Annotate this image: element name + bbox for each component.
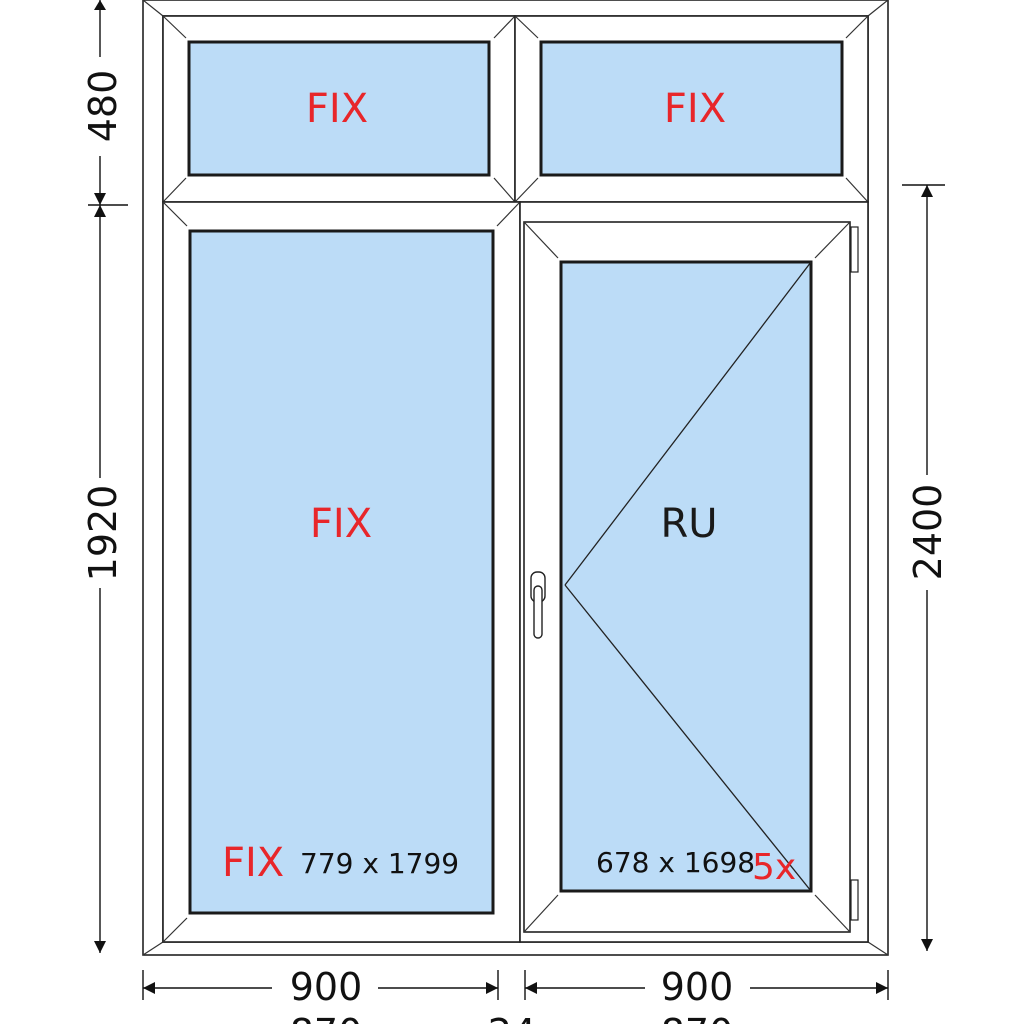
sash-bottom-right: RU 678 x 1698 5x bbox=[519, 201, 869, 943]
left-dimensions: 480 1920 bbox=[81, 0, 128, 953]
arrow-icon bbox=[94, 941, 106, 953]
handle-icon bbox=[530, 571, 546, 639]
bevel-line bbox=[523, 894, 559, 933]
dim-right-width: 900 bbox=[661, 965, 734, 1009]
bevel-line bbox=[496, 201, 521, 227]
dim-row2-right: 870 bbox=[661, 1011, 734, 1024]
label-top-right: FIX bbox=[664, 86, 726, 132]
bevel-line bbox=[493, 15, 516, 39]
glass-bottom-left bbox=[188, 229, 495, 915]
arrow-icon bbox=[876, 982, 888, 994]
quantity-bottom-right: 5x bbox=[752, 847, 796, 888]
bevel-line bbox=[162, 201, 188, 227]
dim-left-width: 900 bbox=[290, 965, 363, 1009]
arrow-icon bbox=[94, 0, 106, 10]
size-prefix-bottom-left: FIX bbox=[222, 840, 284, 886]
label-bottom-left: FIX bbox=[310, 501, 372, 547]
dim-row2-left: 870 bbox=[290, 1011, 363, 1024]
arrow-icon bbox=[486, 982, 498, 994]
arrow-icon bbox=[143, 982, 155, 994]
glass-top-right bbox=[539, 40, 844, 177]
opening-indicator-upper bbox=[564, 261, 812, 586]
frame-bevel-bl bbox=[142, 941, 164, 956]
pane-bottom-left: FIX FIX 779 x 1799 bbox=[162, 201, 521, 943]
dim-total-height: 2400 bbox=[906, 484, 950, 581]
frame-bevel-tl bbox=[142, 0, 164, 17]
arrow-icon bbox=[921, 185, 933, 197]
bevel-line bbox=[493, 177, 516, 203]
transom-top-right: FIX bbox=[514, 15, 869, 203]
label-bottom-right: RU bbox=[660, 501, 717, 547]
bevel-line bbox=[162, 177, 187, 203]
frame-bevel-tr bbox=[867, 0, 889, 17]
dim-bottom-height: 1920 bbox=[81, 485, 125, 582]
glass-top-left bbox=[187, 40, 491, 177]
label-top-left: FIX bbox=[306, 86, 368, 132]
glass-bottom-right bbox=[559, 260, 813, 893]
bevel-line bbox=[845, 15, 869, 39]
size-bottom-right: 678 x 1698 bbox=[596, 846, 755, 879]
arrow-icon bbox=[921, 939, 933, 951]
bevel-line bbox=[514, 177, 539, 203]
bevel-line bbox=[162, 917, 188, 943]
bevel-line bbox=[845, 177, 869, 203]
arrow-icon bbox=[94, 205, 106, 217]
arrow-icon bbox=[525, 982, 537, 994]
opening-indicator-lower bbox=[564, 584, 812, 892]
arrow-icon bbox=[94, 193, 106, 205]
transom-top-left: FIX bbox=[162, 15, 516, 203]
bevel-line bbox=[523, 221, 559, 259]
dim-row2-middle: 24 bbox=[488, 1011, 536, 1024]
hinge-top-icon bbox=[850, 226, 859, 273]
bevel-line bbox=[814, 894, 851, 933]
size-bottom-left: 779 x 1799 bbox=[300, 847, 459, 880]
bottom-dimensions: 900 900 870 24 870 bbox=[142, 965, 889, 1029]
bevel-line bbox=[814, 221, 851, 259]
bevel-line bbox=[514, 15, 539, 39]
hinge-bottom-icon bbox=[850, 879, 859, 921]
frame-bevel-br bbox=[867, 941, 889, 956]
dim-top-height: 480 bbox=[81, 70, 125, 143]
right-dimension: 2400 bbox=[902, 184, 950, 951]
bevel-line bbox=[162, 15, 187, 39]
